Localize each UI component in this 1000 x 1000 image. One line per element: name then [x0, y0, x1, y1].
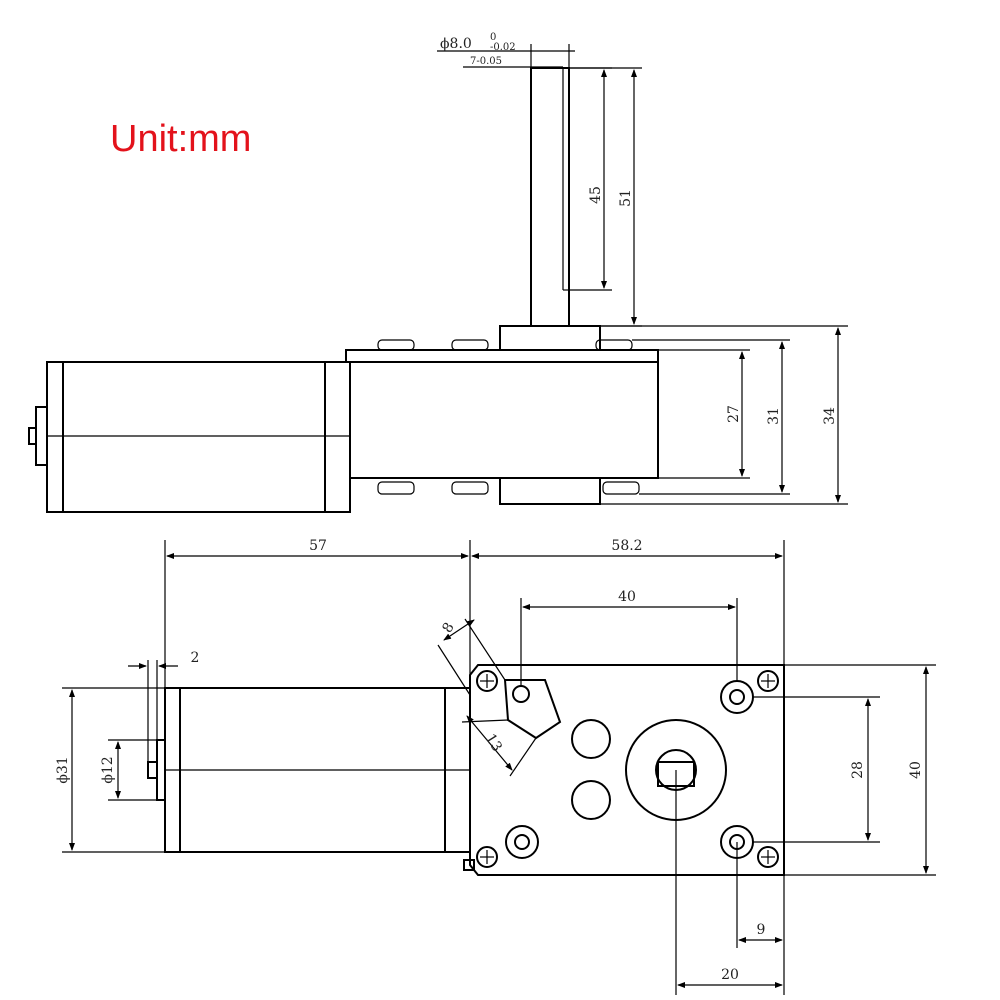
- shaft-dia-label: ϕ8.0: [440, 36, 472, 52]
- dim-31-label: 31: [766, 407, 782, 425]
- dim-40-x: 40: [520, 589, 738, 686]
- corner-screw: [757, 670, 779, 692]
- shaft-tol-sup: 0: [490, 32, 496, 43]
- unit-label: Unit:mm: [110, 118, 252, 160]
- dim-boss-dia: ϕ12: [100, 739, 157, 801]
- dim-58-2: 58.2: [471, 538, 785, 665]
- front-view: 57 58.2 40 8 13: [55, 538, 936, 995]
- corner-screw: [757, 846, 779, 868]
- dim-28-label: 28: [850, 761, 866, 779]
- dim-57-label: 57: [309, 538, 327, 554]
- gear-opening: [571, 719, 611, 759]
- dim-28: 28: [753, 696, 880, 843]
- dim-slot-8: 8: [437, 618, 506, 696]
- corner-screw: [476, 670, 498, 692]
- dim-slot-13: 13: [461, 715, 537, 777]
- dim-40-y: 40: [784, 664, 936, 876]
- mount-hole: [720, 680, 754, 714]
- dim-27-label: 27: [726, 405, 742, 423]
- dim-34: 34: [600, 325, 848, 505]
- dim-slot-8-label: 8: [439, 620, 457, 636]
- dim-9: 9: [736, 842, 785, 948]
- top-view: ϕ8.0 0 -0.02 7-0.05 45 51 27: [28, 32, 848, 513]
- dim-57: 57: [164, 538, 471, 688]
- slot-hole: [503, 679, 562, 740]
- dim-31: 31: [632, 339, 790, 495]
- dim-34-label: 34: [822, 407, 838, 425]
- gear-opening: [571, 780, 611, 820]
- dim-slot-13-label: 13: [482, 731, 505, 755]
- corner-screw: [476, 846, 498, 868]
- dim-20: 20: [675, 770, 785, 995]
- dim-boss-dia-label: ϕ12: [100, 756, 116, 783]
- front-motor-body: [147, 687, 471, 853]
- dim-51: 51: [570, 67, 642, 327]
- dim-20-label: 20: [721, 967, 739, 983]
- top-gearbox: [345, 325, 659, 505]
- top-shaft: [530, 67, 570, 327]
- dim-motor-dia-label: ϕ31: [55, 756, 71, 783]
- dim-51-label: 51: [618, 189, 634, 207]
- dim-2-label: 2: [191, 650, 200, 666]
- shaft-tol-sub: -0.02: [490, 42, 516, 53]
- dim-40-x-label: 40: [618, 589, 636, 605]
- dim-45: 45: [570, 67, 612, 291]
- shaft-tolerance-dim: ϕ8.0 0 -0.02 7-0.05: [437, 32, 575, 68]
- dim-27: 27: [658, 349, 750, 479]
- dim-40-y-label: 40: [908, 761, 924, 779]
- dim-9-label: 9: [757, 922, 766, 938]
- dim-motor-dia: ϕ31: [55, 687, 165, 853]
- dim-2: 2: [128, 650, 199, 762]
- dim-58-2-label: 58.2: [611, 538, 642, 554]
- dim-45-label: 45: [588, 186, 604, 204]
- top-motor-body: [28, 361, 351, 513]
- flat-tol-label: 7-0.05: [470, 56, 502, 67]
- mount-hole: [505, 825, 539, 859]
